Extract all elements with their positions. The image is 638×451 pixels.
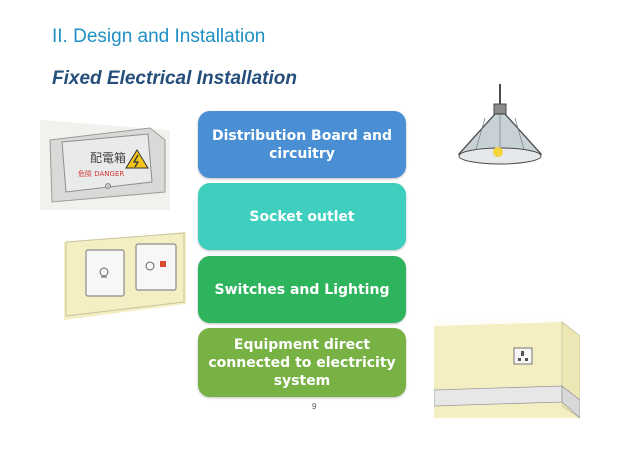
light-switch-icon [85,249,125,297]
section-title: II. Design and Installation [52,26,266,47]
wall-socket-illustration [434,318,580,420]
box-switches-lighting: Switches and Lighting [198,256,406,323]
high-voltage-warning-icon [125,149,149,169]
slide-subtitle: Fixed Electrical Installation [52,68,297,89]
light-switch-icon [135,243,177,291]
wall-socket-icon [513,347,533,365]
switches-illustration [64,232,186,320]
box-distribution-board: Distribution Board and circuitry [198,111,406,178]
distribution-board-illustration: 配電箱 危險 DANGER [40,120,170,210]
page-number: 9 [312,402,317,411]
box-label: Equipment direct connected to electricit… [208,336,396,389]
box-label: Socket outlet [249,208,355,225]
box-label: Distribution Board and circuitry [211,127,393,162]
ceiling-lamp-icon [457,84,543,165]
box-socket-outlet: Socket outlet [198,183,406,250]
box-label: Switches and Lighting [214,281,390,298]
board-warning-label: 危險 DANGER [78,169,124,178]
board-chinese-label: 配電箱 [90,150,126,165]
ceiling-lamp-illustration [457,84,543,165]
box-equipment-direct: Equipment direct connected to electricit… [198,328,406,397]
